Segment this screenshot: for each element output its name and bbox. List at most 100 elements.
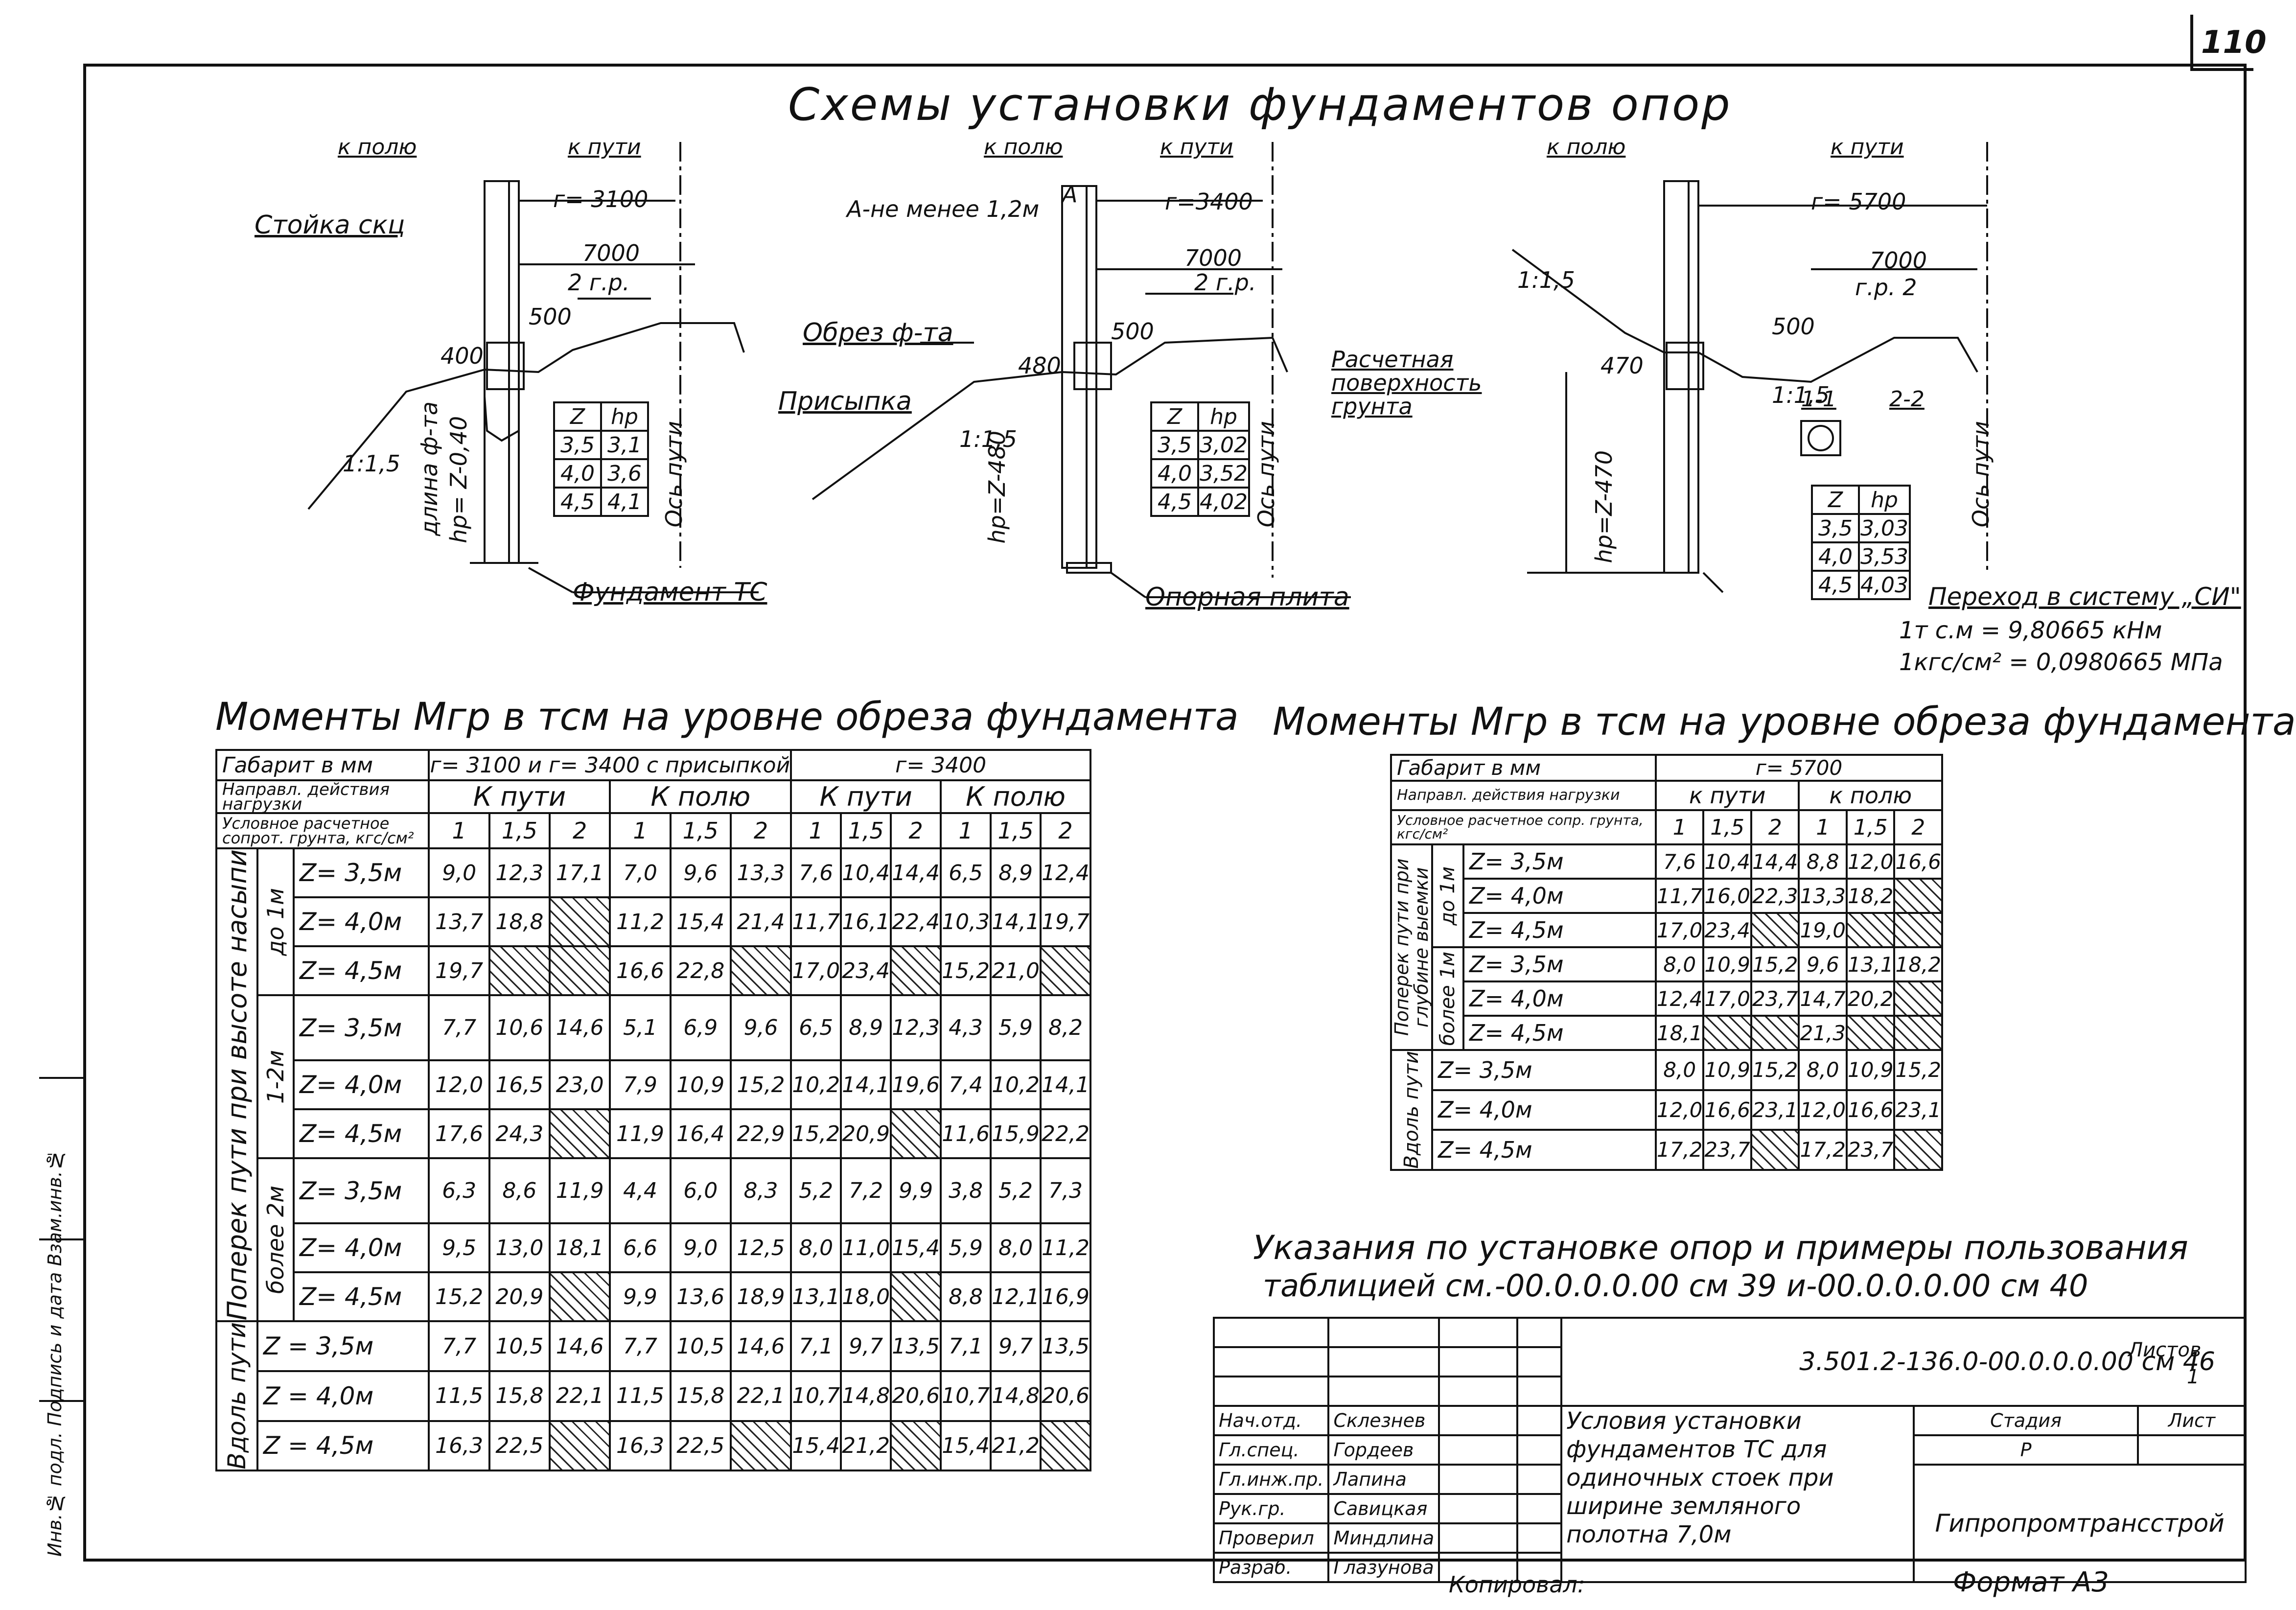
cell: 17,2 (1654, 1129, 1705, 1171)
cell (549, 1108, 611, 1160)
cell: 23,4 (840, 945, 892, 996)
cell: 10,4 (1702, 843, 1752, 880)
cell: 14,4 (1750, 843, 1800, 880)
cell: 7,3 (1040, 1157, 1091, 1225)
cell: 6,6 (609, 1222, 672, 1274)
row-z: Z= 3,5м (292, 847, 430, 898)
soil-2: 2 (549, 812, 611, 849)
cell: 7,0 (609, 847, 672, 898)
cell (1750, 1015, 1800, 1051)
s2-axis: Ось пути (1253, 421, 1279, 528)
s3-to-track: к пути (1831, 135, 1904, 160)
s1-hp: hp= Z-0,40 (445, 416, 472, 543)
cell: 8,0 (1798, 1049, 1848, 1091)
soil-11: 2 (1040, 812, 1091, 849)
cell: 22,9 (729, 1108, 792, 1160)
s3-dim-470: 470 (1600, 352, 1644, 379)
cell: 11,5 (428, 1370, 490, 1422)
cell: 10,9 (669, 1059, 732, 1111)
cell: 10,9 (1845, 1049, 1896, 1091)
table-right-title: Моменты Mгр в тсм на уровне обреза фунда… (1273, 700, 2296, 744)
cell: 11,6 (940, 1108, 992, 1160)
s1-depth: длина ф-та (416, 401, 442, 536)
cell: 13,7 (428, 896, 490, 947)
cell: 8,9 (840, 994, 892, 1062)
cell: 20,9 (840, 1108, 892, 1160)
cell: 16,9 (1040, 1271, 1091, 1323)
cell: 18,2 (1893, 946, 1943, 982)
row-z: Z= 4,0м (292, 896, 430, 947)
s1-foundation: Фундамент ТС (573, 578, 767, 607)
cell: 10,5 (488, 1320, 551, 1372)
cell (890, 945, 942, 996)
soil-5: 2 (729, 812, 792, 849)
s1-to-track: к пути (568, 135, 641, 160)
cell: 11,7 (790, 896, 842, 947)
name-2: Лапина (1327, 1464, 1440, 1495)
cell: 21,4 (729, 896, 792, 947)
s1-to-field: к полю (338, 135, 417, 160)
cell: 7,7 (428, 1320, 490, 1372)
cell: 7,6 (790, 847, 842, 898)
cell: 12,0 (1798, 1089, 1848, 1131)
soil-4: 1,5 (669, 812, 732, 849)
h-direction: Направл. действия нагрузки (215, 779, 430, 814)
s1-dim-400: 400 (441, 343, 484, 369)
cell: 12,4 (1040, 847, 1091, 898)
cell: 16,3 (428, 1420, 490, 1472)
s2-fill-label: Присыпка (778, 387, 912, 416)
s3-slope-1: 1:1,5 (1517, 267, 1575, 293)
dir-0: к пути (1654, 780, 1800, 811)
cell: 15,2 (729, 1059, 792, 1111)
cell: 8,3 (729, 1157, 792, 1225)
cell: 20,9 (488, 1271, 551, 1323)
s1-stand-label: Стойка скц (255, 210, 405, 240)
cell: 7,1 (790, 1320, 842, 1372)
si-line-1: 1т с.м = 9,80665 кНм (1899, 617, 2162, 644)
row-z: Z= 4,5м (292, 1108, 430, 1160)
cell: 17,0 (1702, 980, 1752, 1017)
soil-5: 2 (1893, 809, 1943, 845)
cell: 20,6 (1040, 1370, 1091, 1422)
sheet (2137, 1434, 2247, 1466)
cell: 5,2 (990, 1157, 1042, 1225)
soil-9: 1 (940, 812, 992, 849)
row-z: Z= 4,5м (1462, 1015, 1657, 1051)
cell: 9,9 (609, 1271, 672, 1323)
soil-1: 1,5 (488, 812, 551, 849)
cell: 8,0 (1654, 1049, 1705, 1091)
cell: 14,4 (890, 847, 942, 898)
page-title: Схемы установки фундаментов опор (788, 78, 1732, 131)
cell (890, 1420, 942, 1472)
row-z: Z= 4,0м (292, 1222, 430, 1274)
row-z: Z= 4,5м (292, 945, 430, 996)
cell: 13,3 (729, 847, 792, 898)
cell (1750, 912, 1800, 948)
cell (1893, 1015, 1943, 1051)
cell: 9,0 (428, 847, 490, 898)
cell: 6,9 (669, 994, 732, 1062)
sidebar-label: Инв.№ подл. Подпись и дата Взам.инв.№ (44, 1149, 66, 1557)
drawing-frame (83, 64, 2247, 1562)
cell: 5,9 (940, 1222, 992, 1274)
cell: 14,8 (990, 1370, 1042, 1422)
row-z: Z= 3,5м (292, 994, 430, 1062)
row-z: Z= 4,0м (1431, 1089, 1657, 1131)
cell: 9,0 (669, 1222, 732, 1274)
cell: 12,0 (428, 1059, 490, 1111)
s1-dim-2gr: 2 г.р. (568, 269, 630, 296)
cell (729, 945, 792, 996)
cell (890, 1271, 942, 1323)
cell: 22,3 (1750, 878, 1800, 914)
